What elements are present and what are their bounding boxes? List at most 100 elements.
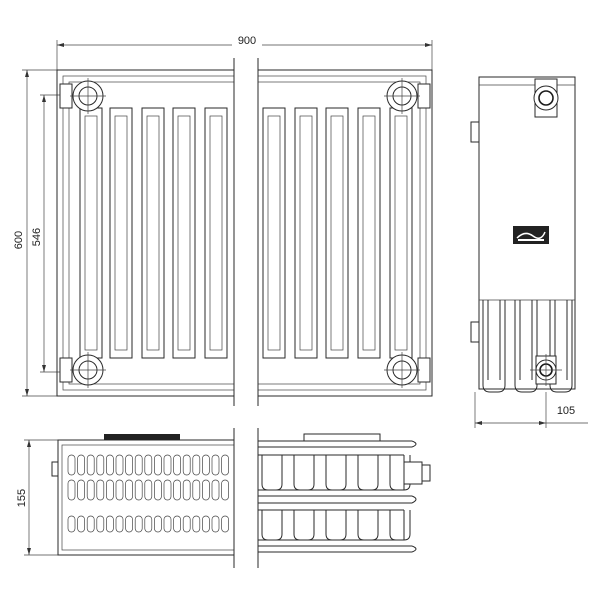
top-slot — [125, 515, 133, 533]
top-slot — [96, 479, 105, 501]
top-slot — [163, 479, 172, 501]
top-slot — [221, 479, 229, 501]
top-slot — [134, 515, 143, 533]
center-distance-dimension: 546 — [31, 94, 80, 373]
top-slot — [86, 454, 95, 476]
top-slot — [144, 479, 153, 501]
top-slot — [77, 479, 85, 501]
side-port-bottom — [530, 354, 562, 386]
top-slot — [125, 479, 133, 501]
top-slot — [192, 454, 201, 476]
top-slot — [173, 454, 181, 476]
top-slot — [202, 479, 210, 501]
top-slot — [163, 454, 172, 476]
top-slot — [221, 515, 229, 533]
top-slot — [67, 454, 76, 476]
port-top-left — [59, 78, 106, 114]
top-slot — [134, 479, 143, 501]
front-fin — [357, 107, 381, 359]
front-view: 900 600 546 — [13, 34, 433, 406]
convector-wave — [389, 455, 411, 491]
top-slot — [115, 479, 124, 501]
top-slot — [125, 454, 133, 476]
top-slot — [86, 479, 95, 501]
panel-height-label: 155 — [16, 489, 28, 507]
top-slot — [106, 515, 114, 533]
front-fin-inner — [146, 115, 160, 351]
panel-height-dimension: 155 — [16, 439, 60, 556]
top-slot — [115, 454, 124, 476]
top-view-cutaway — [258, 433, 431, 553]
top-slot — [192, 515, 201, 533]
top-slot — [96, 515, 105, 533]
front-fin — [389, 107, 413, 359]
top-slot — [154, 515, 162, 533]
height-dimension: 600 — [13, 69, 60, 397]
width-label: 900 — [238, 35, 256, 47]
front-fin-inner — [114, 115, 128, 351]
convector-waves-lower — [261, 510, 411, 541]
top-slot — [182, 454, 191, 476]
top-slot — [115, 515, 124, 533]
top-slot — [202, 454, 210, 476]
convector-wave — [261, 455, 283, 491]
center-distance-label: 546 — [31, 228, 43, 246]
front-fin-inner — [299, 115, 313, 351]
top-slot — [163, 515, 172, 533]
front-fins-left — [79, 107, 228, 359]
top-slot — [221, 454, 229, 476]
front-fin — [109, 107, 133, 359]
front-fin-inner — [209, 115, 223, 351]
side-lower-convector — [482, 300, 573, 393]
port-top-right — [384, 78, 431, 114]
top-view-slots-lower — [67, 515, 229, 533]
top-slot — [182, 479, 191, 501]
top-view: 155 — [16, 428, 431, 568]
front-fin — [294, 107, 318, 359]
port-bottom-right — [384, 352, 431, 388]
top-slot — [77, 454, 85, 476]
top-slot — [182, 515, 191, 533]
convector-wave — [357, 510, 379, 541]
convector-wave — [293, 455, 315, 491]
port-bottom-left — [59, 352, 106, 388]
top-slot — [192, 479, 201, 501]
top-slot — [96, 454, 105, 476]
front-fin — [262, 107, 286, 359]
top-slot — [86, 515, 95, 533]
depth-label: 105 — [557, 405, 575, 417]
brand-logo-badge — [513, 226, 549, 244]
side-view: 105 — [470, 76, 588, 428]
convector-waves-upper — [261, 455, 411, 491]
convector-wave — [325, 455, 347, 491]
top-slot — [67, 479, 76, 501]
top-slot — [67, 515, 76, 533]
front-fin-inner — [330, 115, 344, 351]
front-fin-inner — [84, 115, 98, 351]
front-fin — [79, 107, 103, 359]
convector-wave — [357, 455, 379, 491]
front-fin-inner — [267, 115, 281, 351]
front-fin — [141, 107, 165, 359]
convector-wave — [293, 510, 315, 541]
top-slot — [154, 479, 162, 501]
top-slot — [211, 479, 220, 501]
convector-wave — [261, 510, 283, 541]
front-fin-inner — [362, 115, 376, 351]
top-slot — [211, 454, 220, 476]
top-slot — [173, 515, 181, 533]
front-fin — [172, 107, 196, 359]
top-slot — [173, 479, 181, 501]
front-fin-inner — [177, 115, 191, 351]
top-slot — [106, 479, 114, 501]
side-port-top — [533, 78, 559, 118]
front-fin-inner — [394, 115, 408, 351]
height-label: 600 — [13, 231, 25, 249]
top-view-slots-upper — [67, 454, 229, 501]
top-slot — [154, 454, 162, 476]
front-fin — [325, 107, 349, 359]
depth-dimension: 105 — [474, 392, 588, 428]
top-slot — [144, 515, 153, 533]
